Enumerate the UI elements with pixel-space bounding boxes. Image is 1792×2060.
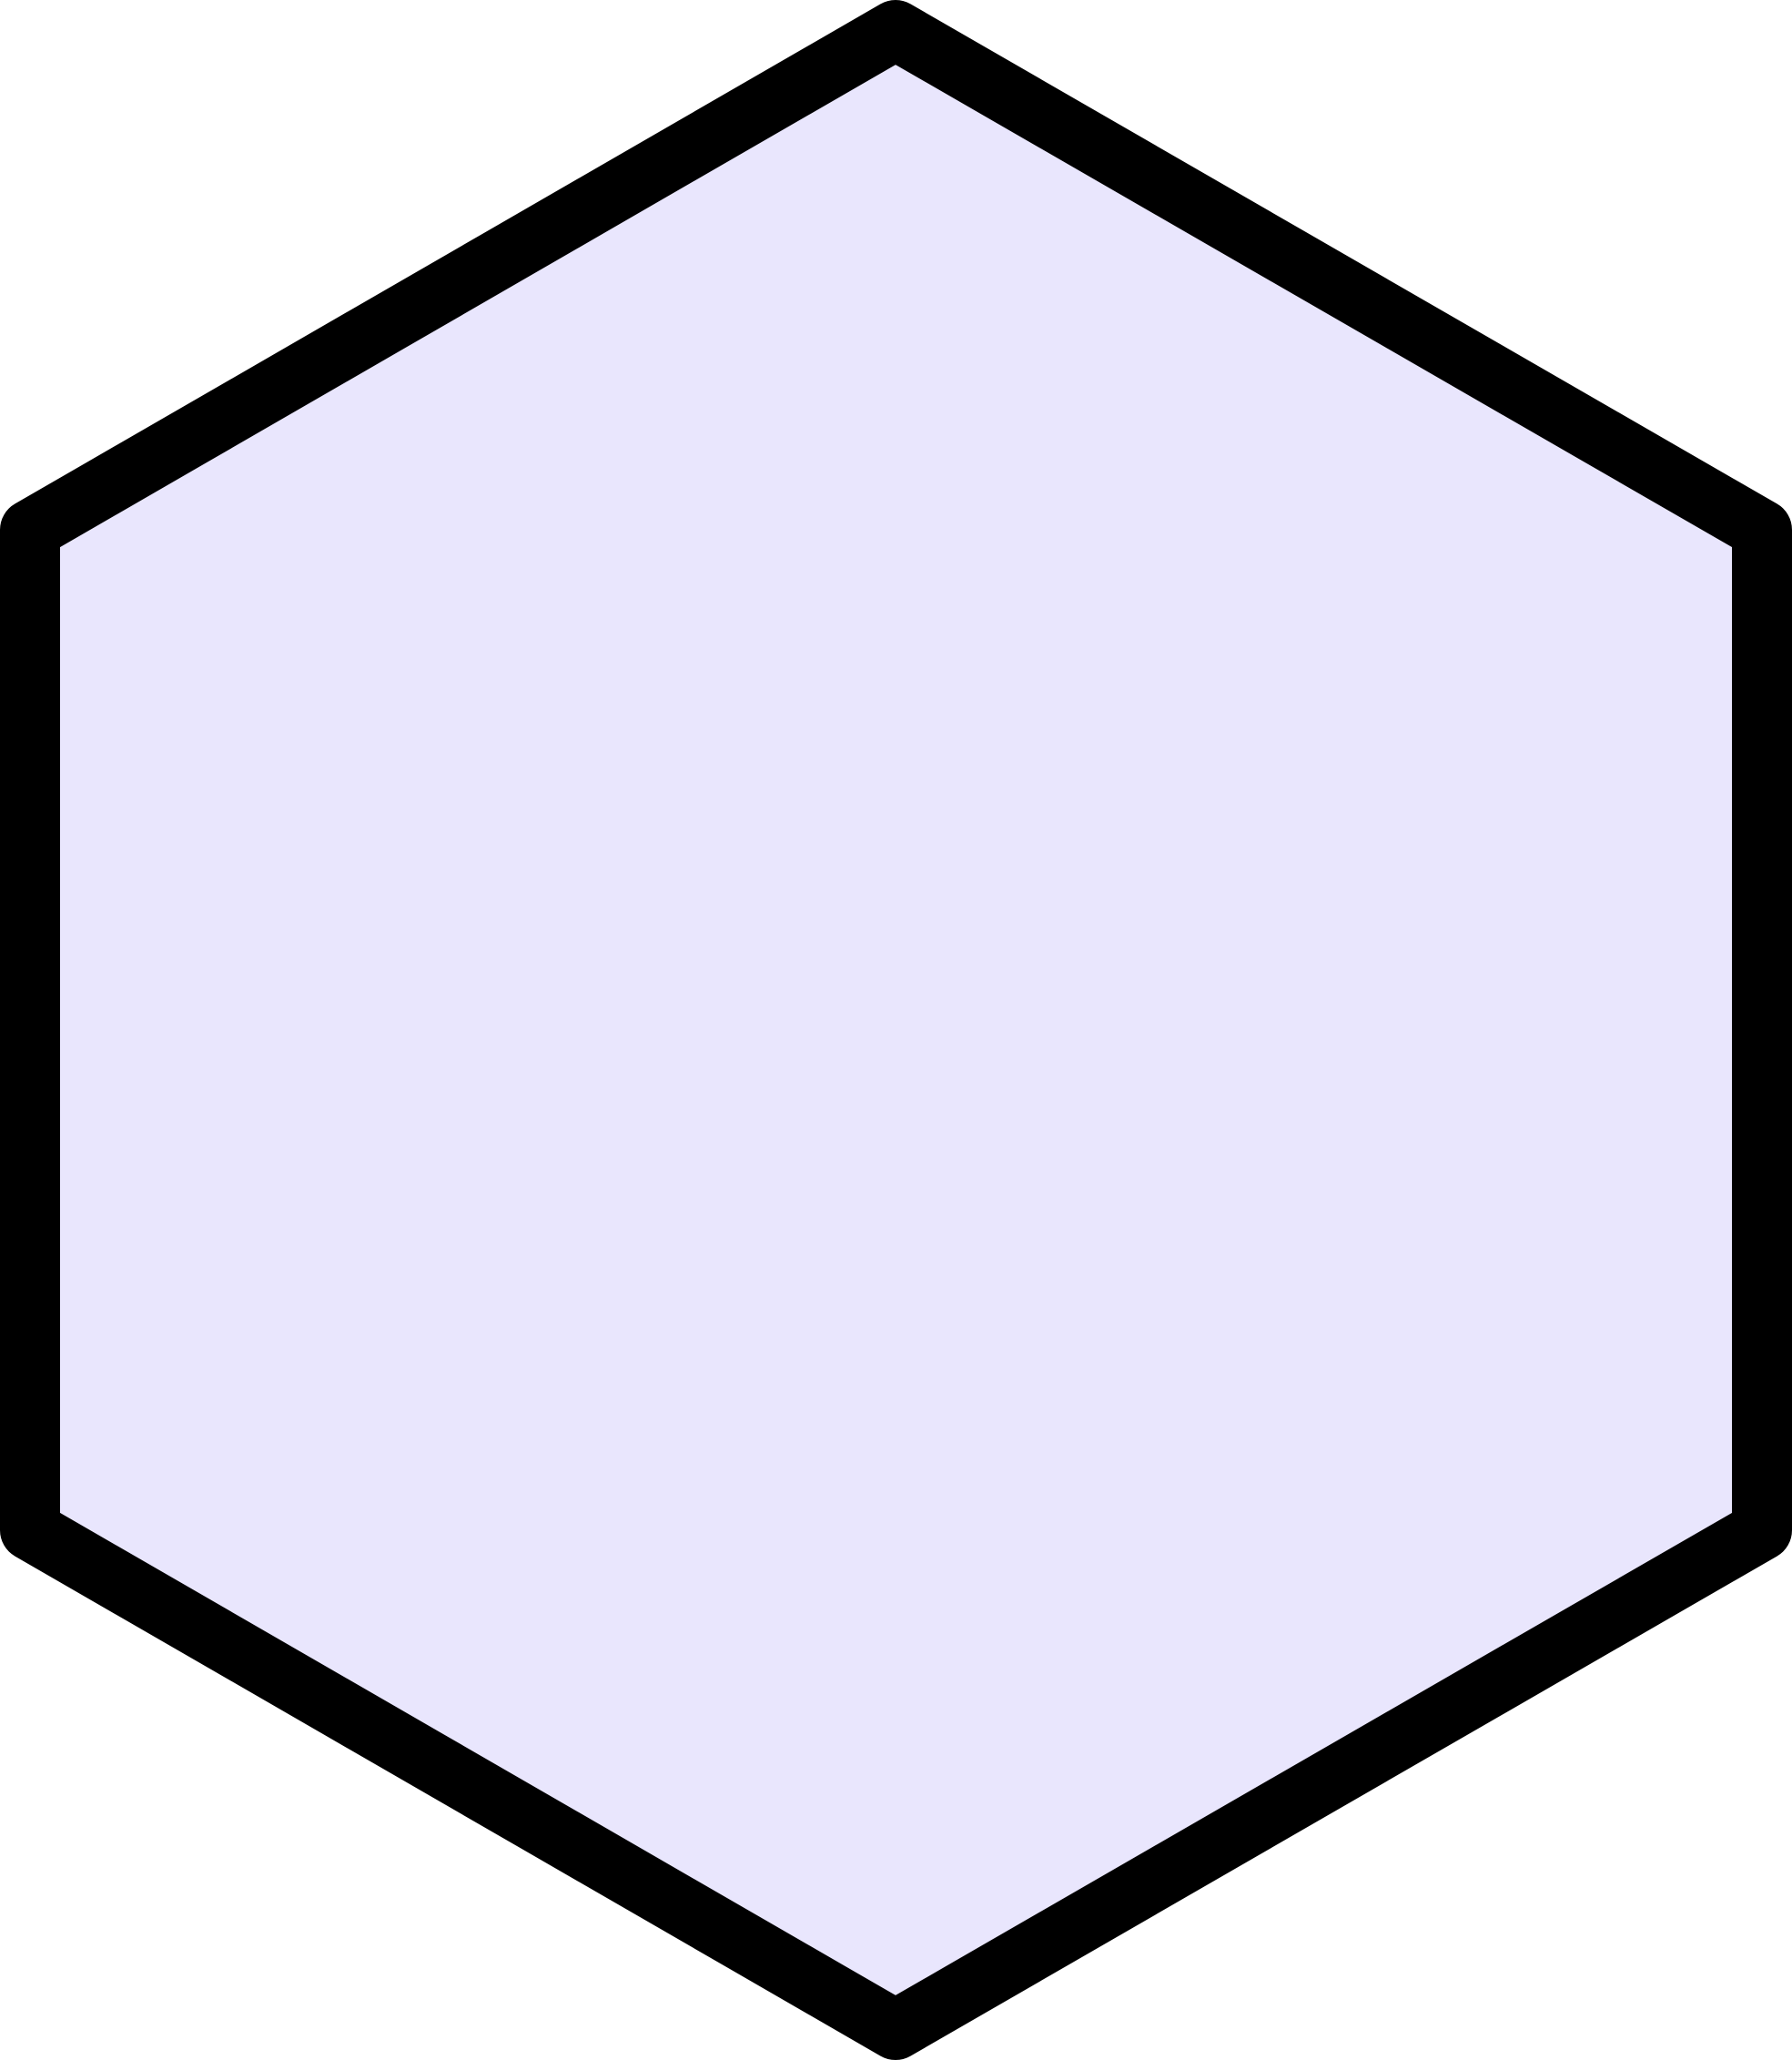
hexagon-shape (0, 0, 1792, 2060)
diagram-canvas (0, 0, 1792, 2060)
